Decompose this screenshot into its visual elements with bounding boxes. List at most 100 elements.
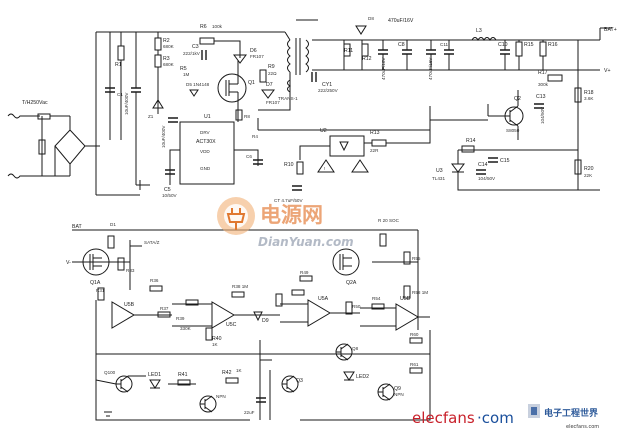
svg-text:D8: D8 xyxy=(368,16,374,21)
svg-text:ACT30X: ACT30X xyxy=(196,139,216,145)
mosfet-q1a: Q1A D1 SATA/Z R33 R31 xyxy=(82,222,160,301)
footer-cn-text: 电子工程世界 xyxy=(544,407,598,419)
svg-text:LED1: LED1 xyxy=(148,372,161,378)
capacitor-c6 xyxy=(253,159,263,165)
svg-text:R39: R39 xyxy=(176,316,185,321)
ac-input-section: T/H250Vac xyxy=(7,100,140,196)
svg-text:R11: R11 xyxy=(344,48,353,54)
regulator-u3 xyxy=(451,163,465,173)
capacitor-c5 xyxy=(165,169,175,175)
resistor-r10 xyxy=(296,161,304,175)
svg-text:U1: U1 xyxy=(204,114,211,120)
footer-cn-sub-text: elecfans.com xyxy=(566,424,599,430)
capacitor-c13 xyxy=(534,103,544,109)
resistor-r17 xyxy=(547,74,563,82)
resistor-r18 xyxy=(574,87,582,103)
svg-text:R5: R5 xyxy=(180,66,187,72)
capacitor-c7 xyxy=(378,49,388,55)
svg-text:CT 4.7uF/50V: CT 4.7uF/50V xyxy=(274,198,303,203)
svg-text:Q1A: Q1A xyxy=(90,280,101,286)
svg-text:R18: R18 xyxy=(584,90,594,96)
svg-text:22Ω: 22Ω xyxy=(268,71,277,76)
capacitor-c11 xyxy=(444,49,454,55)
ac-terminal-top xyxy=(7,113,40,119)
resistor-r40 xyxy=(205,327,213,341)
capacitor-c14 xyxy=(476,169,486,175)
svg-text:Q100: Q100 xyxy=(104,370,116,375)
svg-text:L3: L3 xyxy=(476,28,482,34)
elecfans-brand-text: elecfans xyxy=(412,409,475,427)
opamp-u5d: U5D R54 R58 1M R60 R61 xyxy=(360,285,430,374)
indicator-section: Q100 LED1 R41 NPN R42 1K Q3 Q8 LED2 Q9 N… xyxy=(95,330,431,421)
svg-text:R20: R20 xyxy=(584,166,594,172)
watermark-dianyuan: 电源网 DianYuan.com xyxy=(217,197,354,249)
inductor-l3 xyxy=(471,37,497,41)
svg-text:LED2: LED2 xyxy=(356,374,369,380)
ac-input-label: T/H250Vac xyxy=(22,100,48,106)
svg-text:1K: 1K xyxy=(236,368,243,373)
capacitor-c10 xyxy=(500,49,510,55)
svg-text:R49: R49 xyxy=(300,270,309,275)
svg-text:R1: R1 xyxy=(115,62,122,68)
svg-text:D1: D1 xyxy=(110,222,116,227)
resistor-r12 xyxy=(361,43,369,57)
watermark-main-text: 电源网 xyxy=(260,203,323,227)
controller-u1: U1 DRV ACT30X VDD GND C5 10/50V C6 xyxy=(162,114,263,198)
svg-text:R50: R50 xyxy=(352,304,361,309)
optocoupler xyxy=(329,135,365,157)
transformer-primary xyxy=(287,39,291,73)
resistor-r41 xyxy=(177,379,191,386)
svg-text:Q2A: Q2A xyxy=(346,280,357,286)
svg-text:R12: R12 xyxy=(362,56,372,62)
mosfet-q1a-symbol xyxy=(82,248,110,276)
svg-text:!: ! xyxy=(324,166,325,171)
resistor-r11 xyxy=(343,43,351,57)
svg-text:SATA/Z: SATA/Z xyxy=(144,240,160,245)
resistor-r3 xyxy=(154,54,162,68)
feedback-section: R17 300k R18 3.6K R20 22K Q2 S8050 C13 1… xyxy=(432,40,600,191)
capacitor-c1 xyxy=(105,87,115,93)
svg-text:R36: R36 xyxy=(150,278,159,283)
optocoupler-u2: U2 R13 22R ! R10 CT 4.7uF/50V xyxy=(258,106,488,203)
led1 xyxy=(149,379,161,389)
svg-text:Q8: Q8 xyxy=(352,346,359,351)
resistor-r9 xyxy=(259,69,267,83)
svg-text:U5C: U5C xyxy=(226,322,237,328)
svg-text:D7: D7 xyxy=(266,82,273,88)
resistor-r20 xyxy=(574,159,582,175)
svg-text:TRANS-1: TRANS-1 xyxy=(278,96,298,101)
snubber-section: R6 100k C3 222/1kV D6 FR107 R5 1M D5 1N4… xyxy=(180,24,264,97)
svg-text:C10: C10 xyxy=(498,42,508,48)
svg-text:D9: D9 xyxy=(262,318,269,324)
svg-text:104/50V: 104/50V xyxy=(478,176,496,181)
transformer: TRANS-1 CY1 222/250V xyxy=(258,19,339,111)
svg-text:NPN: NPN xyxy=(216,394,226,399)
opamp-u5a: U5A R50 R49 xyxy=(275,270,361,327)
opamp-u5c-symbol xyxy=(211,301,235,329)
svg-text:U5A: U5A xyxy=(318,296,329,302)
svg-text:D5 1N4148: D5 1N4148 xyxy=(186,82,210,87)
svg-text:680K: 680K xyxy=(163,62,175,67)
svg-text:Q9: Q9 xyxy=(394,386,401,392)
resistor-r8 xyxy=(235,109,243,121)
svg-text:C13: C13 xyxy=(536,94,546,100)
svg-text:10uF/400V: 10uF/400V xyxy=(161,125,166,148)
svg-text:VDD: VDD xyxy=(200,149,210,154)
svg-text:104/50V: 104/50V xyxy=(540,106,545,124)
output-bat-pos-label: BAT+ xyxy=(604,27,617,33)
resistor-r2 xyxy=(154,37,162,51)
svg-text:C14: C14 xyxy=(478,162,488,168)
ac-terminal-bottom xyxy=(7,173,40,179)
svg-text:R31: R31 xyxy=(96,288,105,293)
varistor xyxy=(38,139,46,155)
svg-text:1M: 1M xyxy=(183,72,190,77)
mosfet-q1-symbol xyxy=(217,73,247,103)
capacitor-ct xyxy=(292,185,302,191)
opamp-u5c: U5C R39 330K R40 1K R38 1M D9 xyxy=(172,284,280,347)
bulk-capacitors: C1 R1 10uF/400V xyxy=(95,31,285,190)
led2 xyxy=(343,371,355,381)
output-vpos-label: V+ xyxy=(604,68,611,74)
svg-text:R37: R37 xyxy=(160,306,169,311)
